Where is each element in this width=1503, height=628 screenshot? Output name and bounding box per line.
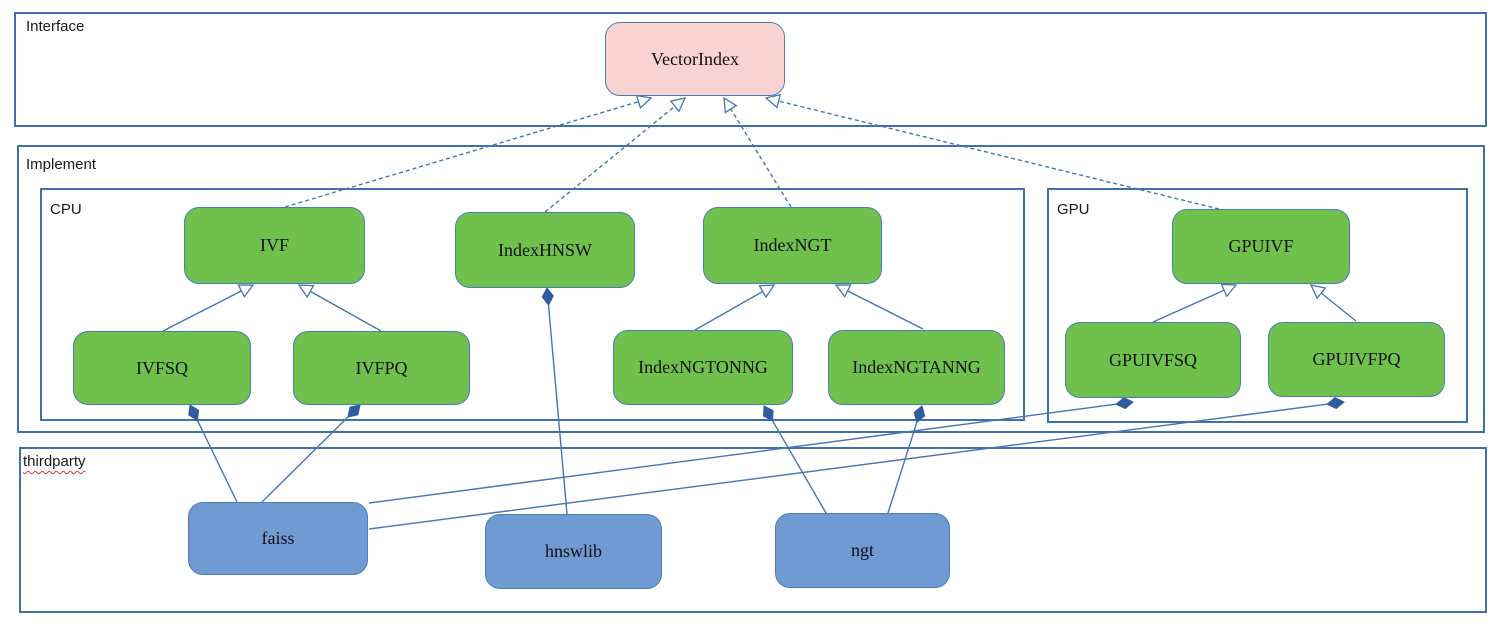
node-gpuivfsq-label: GPUIVFSQ [1108, 349, 1198, 370]
node-indexngtonng-label: IndexNGTONNG [638, 357, 768, 377]
node-ivfpq[interactable]: IVFPQ [293, 331, 470, 405]
section-cpu-label: CPU [50, 201, 82, 218]
node-vectorindex-label: VectorIndex [651, 48, 739, 69]
node-ivf-label: IVF [259, 235, 289, 255]
node-indexngt-label: IndexNGT [753, 235, 832, 255]
node-indexngtanng[interactable]: IndexNGTANNG [828, 330, 1005, 405]
node-indexngtonng[interactable]: IndexNGTONNG [613, 330, 793, 405]
node-vectorindex[interactable]: VectorIndex [605, 22, 785, 96]
node-ivfpq-label: IVFPQ [355, 357, 408, 378]
node-gpuivfsq[interactable]: GPUIVFSQ [1065, 322, 1241, 398]
node-ivf[interactable]: IVF [184, 207, 365, 284]
node-gpuivfpq[interactable]: GPUIVFPQ [1268, 322, 1445, 397]
node-ivfsq-label: IVFSQ [135, 357, 188, 378]
node-faiss-label: faiss [261, 528, 295, 548]
section-interface-label: Interface [26, 18, 85, 35]
section-implement-label: Implement [26, 156, 97, 173]
node-ngt[interactable]: ngt [775, 513, 950, 588]
node-indexngt[interactable]: IndexNGT [703, 207, 882, 284]
node-indexngtanng-label: IndexNGTANNG [852, 357, 981, 377]
section-thirdparty-label: thirdparty [23, 453, 86, 470]
node-hnswlib[interactable]: hnswlib [485, 514, 662, 589]
node-indexhnsw-label: IndexHNSW [498, 239, 592, 260]
node-hnswlib-label: hnswlib [544, 541, 602, 561]
node-gpuivfpq-label: GPUIVFPQ [1312, 349, 1401, 369]
node-ivfsq[interactable]: IVFSQ [73, 331, 251, 405]
section-gpu-label: GPU [1057, 201, 1090, 218]
node-gpuivf-label: GPUIVF [1228, 236, 1294, 256]
node-gpuivf[interactable]: GPUIVF [1172, 209, 1350, 284]
node-ngt-label: ngt [850, 540, 874, 560]
node-faiss[interactable]: faiss [188, 502, 368, 575]
node-indexhnsw[interactable]: IndexHNSW [455, 212, 635, 288]
